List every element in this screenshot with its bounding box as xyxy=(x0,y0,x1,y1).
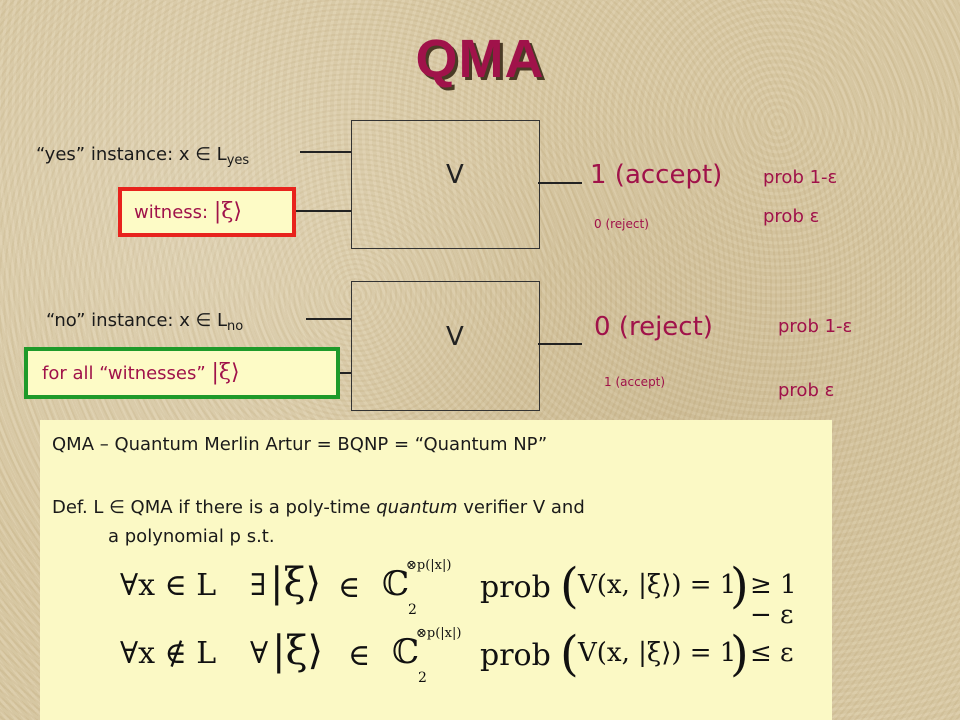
yes-output-line xyxy=(538,182,582,184)
no-witness-ket: |ξ⟩ xyxy=(211,360,240,385)
formula-no-quantifier: ∀x ∉ L xyxy=(120,636,217,671)
no-verifier-box xyxy=(351,281,540,411)
formula-no-ket: |ξ⟩ xyxy=(272,628,324,674)
definition-emphasis: quantum xyxy=(376,497,458,518)
no-verifier-label: V xyxy=(446,322,464,352)
formula-yes-quantifier: ∀x ∈ L xyxy=(120,568,217,603)
formula-yes-rparen: ) xyxy=(730,558,749,614)
no-input-line-top xyxy=(306,318,352,320)
yes-alt-outcome: 0 (reject) xyxy=(594,217,649,231)
yes-instance-subscript: yes xyxy=(226,153,250,168)
no-witness-label: for all “witnesses” xyxy=(42,363,212,384)
formula-no-space-sup: ⊗p(|x|) xyxy=(416,626,462,641)
yes-witness-label: witness: xyxy=(134,202,214,223)
formula-yes-space-sup: ⊗p(|x|) xyxy=(406,558,452,573)
formula-no: ∀x ∉ L ∀ |ξ⟩ ∈ ℂ ⊗p(|x|) 2 prob ( V(x, |… xyxy=(120,626,820,696)
no-instance-subscript: no xyxy=(227,319,244,334)
formula-yes-space: ℂ xyxy=(382,564,410,604)
yes-instance-label: “yes” instance: x ∈ Lyes xyxy=(36,144,249,168)
yes-main-prob: prob 1-ε xyxy=(763,167,838,188)
formula-yes-space-sub: 2 xyxy=(408,602,417,618)
definition-panel: QMA – Quantum Merlin Artur = BQNP = “Qua… xyxy=(40,420,832,720)
formula-no-rparen: ) xyxy=(730,626,749,682)
formula-yes-exists: ∃ xyxy=(250,568,267,603)
formula-yes-in: ∈ xyxy=(338,570,361,605)
definition-text-b: verifier V and xyxy=(457,497,585,518)
yes-input-line-bottom xyxy=(296,210,352,212)
no-alt-outcome: 1 (accept) xyxy=(604,375,666,389)
no-alt-prob: prob ε xyxy=(778,380,835,401)
formula-yes-lparen: ( xyxy=(560,558,579,614)
no-output-line xyxy=(538,343,582,345)
yes-alt-prob: prob ε xyxy=(763,206,820,227)
no-instance-text: “no” instance: x ∈ L xyxy=(46,310,228,331)
formula-no-prob: prob xyxy=(480,638,551,673)
formula-no-space-sub: 2 xyxy=(418,670,427,686)
formula-no-forall: ∀ xyxy=(250,636,269,671)
definition-line-1: Def. L ∈ QMA if there is a poly-time qua… xyxy=(52,497,585,518)
no-instance-label: “no” instance: x ∈ Lno xyxy=(46,310,243,334)
no-witness-box: for all “witnesses” |ξ⟩ xyxy=(24,347,340,399)
qma-description: QMA – Quantum Merlin Artur = BQNP = “Qua… xyxy=(52,434,548,455)
formula-yes-ket: |ξ⟩ xyxy=(270,560,322,606)
slide-title: QMA xyxy=(415,29,545,89)
formula-no-in: ∈ xyxy=(348,638,371,673)
definition-line-2: a polynomial p s.t. xyxy=(108,526,275,547)
formula-yes-prob: prob xyxy=(480,570,551,605)
no-main-prob: prob 1-ε xyxy=(778,316,853,337)
formula-yes-call: V(x, |ξ⟩) = 1 xyxy=(578,570,737,600)
definition-text-a: Def. L ∈ QMA if there is a poly-time xyxy=(52,497,377,518)
no-main-outcome: 0 (reject) xyxy=(594,312,713,342)
formula-no-lparen: ( xyxy=(560,626,579,682)
no-input-line-bottom xyxy=(340,372,352,374)
yes-main-outcome: 1 (accept) xyxy=(590,160,723,190)
yes-verifier-box xyxy=(351,120,540,249)
yes-instance-text: “yes” instance: x ∈ L xyxy=(36,144,227,165)
yes-verifier-label: V xyxy=(446,160,464,190)
yes-witness-ket: |ξ⟩ xyxy=(213,199,242,224)
formula-yes-relation: ≥ 1 − ε xyxy=(750,570,797,630)
yes-input-line-top xyxy=(300,151,352,153)
formula-no-call: V(x, |ξ⟩) = 1 xyxy=(578,638,737,668)
yes-witness-box: witness: |ξ⟩ xyxy=(118,187,296,237)
formula-no-relation: ≤ ε xyxy=(750,638,794,668)
formula-yes: ∀x ∈ L ∃ |ξ⟩ ∈ ℂ ⊗p(|x|) 2 prob ( V(x, |… xyxy=(120,558,820,630)
formula-no-space: ℂ xyxy=(392,632,420,672)
